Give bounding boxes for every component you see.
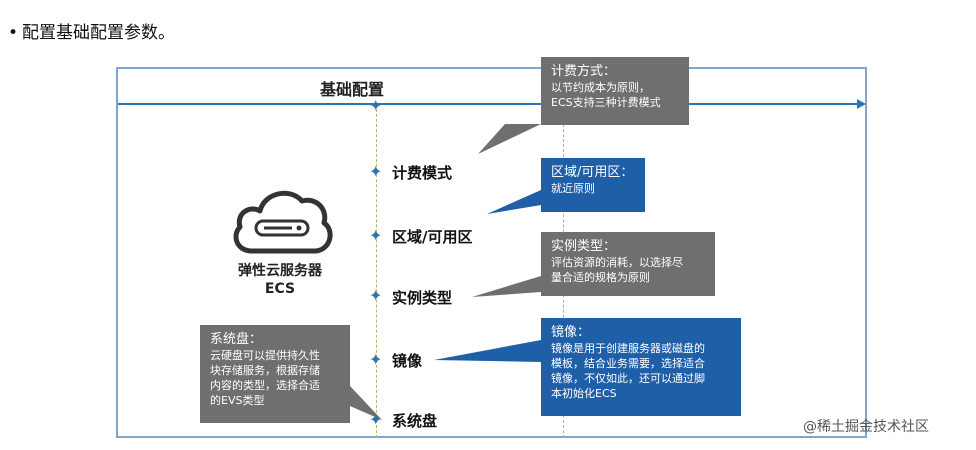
milestone-tick-icon: ✦	[369, 286, 383, 305]
bullet: •	[8, 23, 19, 43]
callout-image: 镜像： 镜像是用于创建服务器或磁盘的 模板，结合业务需要，选择适合 镜像，不仅如…	[541, 318, 741, 416]
milestone-billing: 计费模式	[392, 164, 453, 182]
callout-disk-line: 内容的类型，选择合适	[210, 379, 320, 392]
watermark: @稀土掘金技术社区	[803, 419, 929, 435]
callout-instance-title: 实例类型：	[551, 239, 617, 254]
callout-image-line: 镜像，不仅如此，还可以通过脚	[551, 372, 705, 385]
callout-disk-line: 的EVS类型	[210, 394, 265, 407]
instruction-heading: •配置基础配置参数。	[8, 18, 175, 43]
callout-billing: 计费方式： 以节约成本为原则， ECS支持三种计费模式	[541, 57, 689, 125]
callout-instance: 实例类型： 评估资源的消耗，以选择尽 量合适的规格为原则	[541, 232, 715, 296]
milestone-instance: 实例类型	[392, 289, 453, 307]
callout-image-line: 镜像是用于创建服务器或磁盘的	[551, 342, 705, 355]
milestone-disk: 系统盘	[392, 412, 438, 430]
callout-disk-line: 云硬盘可以提供持久性	[210, 349, 320, 362]
callout-instance-line: 评估资源的消耗，以选择尽	[551, 256, 683, 269]
callout-image-line: 模板，结合业务需要，选择适合	[551, 357, 705, 370]
ecs-label: 弹性云服务器 ECS	[220, 262, 340, 298]
cloud-server-icon	[233, 190, 333, 254]
region-pointer	[487, 190, 541, 214]
callout-disk-line: 块存储服务，根据存储	[210, 364, 320, 377]
milestone-image: 镜像	[392, 352, 423, 370]
milestone-tick-icon: ✦	[369, 350, 383, 369]
instance-pointer	[472, 276, 541, 297]
timeline-vertical-guide	[376, 104, 377, 438]
milestone-tick-icon: ✦	[369, 162, 383, 181]
callout-billing-title: 计费方式：	[551, 64, 617, 79]
callout-image-line: 本初始化ECS	[551, 387, 617, 400]
diagram-frame	[116, 67, 867, 438]
milestone-region: 区域/可用区	[392, 228, 473, 246]
frame-title: 基础配置	[320, 80, 385, 99]
callout-region-title: 区域/可用区：	[551, 165, 634, 180]
milestone-tick-icon: ✦	[369, 226, 383, 245]
callout-region-line: 就近原则	[551, 182, 595, 195]
callout-billing-line: ECS支持三种计费模式	[551, 96, 661, 109]
milestone-tick-icon: ✦	[369, 410, 383, 429]
heading-text: 配置基础配置参数。	[22, 23, 175, 43]
callout-region: 区域/可用区： 就近原则	[541, 158, 645, 212]
callout-disk: 系统盘： 云硬盘可以提供持久性 块存储服务，根据存储 内容的类型，选择合适 的E…	[200, 325, 350, 423]
billing-pointer	[478, 124, 541, 154]
image-pointer	[434, 340, 541, 362]
callout-billing-line: 以节约成本为原则，	[551, 81, 650, 94]
ecs-abbr: ECS	[264, 281, 296, 297]
timeline-arrow-icon	[857, 99, 866, 109]
ecs-name: 弹性云服务器	[238, 263, 322, 279]
callout-disk-title: 系统盘：	[210, 332, 263, 347]
callout-instance-line: 量合适的规格为原则	[551, 271, 650, 284]
callout-image-title: 镜像：	[551, 325, 591, 340]
disk-pointer	[350, 386, 382, 420]
timeline-start-tick-icon: ✦	[369, 96, 383, 115]
timeline-axis	[118, 103, 858, 105]
